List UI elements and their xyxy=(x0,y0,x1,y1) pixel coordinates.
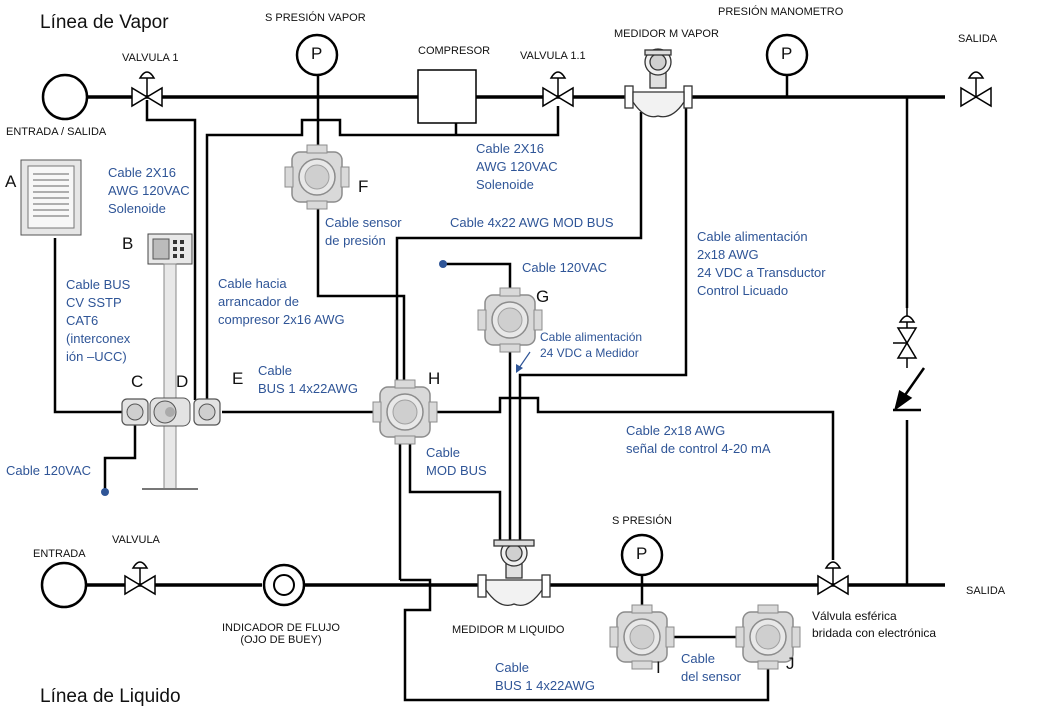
valvula-1-label: VALVULA 1 xyxy=(122,52,179,64)
cable-modbus-4x22-label: Cable 4x22 AWG MOD BUS xyxy=(450,215,614,230)
salida-top-label: SALIDA xyxy=(958,33,998,45)
pressure-gauge-vapor xyxy=(295,33,339,77)
letter-i: I xyxy=(656,658,661,677)
medidor-m-vapor-label: MEDIDOR M VAPOR xyxy=(614,28,719,40)
outlet-valve-top-icon xyxy=(960,71,992,108)
p-symbol-liquid: P xyxy=(636,544,648,563)
medidor-m-liquido-label: MEDIDOR M LIQUIDO xyxy=(452,624,565,636)
p-symbol-manometer: P xyxy=(781,44,793,63)
junction-box-f xyxy=(284,144,350,210)
s-presion-label: S PRESIÓN xyxy=(612,515,672,527)
letter-a: A xyxy=(5,172,17,191)
liquid-line-title: Línea de Liquido xyxy=(40,686,181,707)
valvula-1-1-label: VALVULA 1.1 xyxy=(520,50,586,62)
cable-wires xyxy=(53,72,835,702)
letter-d: D xyxy=(176,372,189,391)
fitting-c xyxy=(121,398,149,426)
entrada-salida-label: ENTRADA / SALIDA xyxy=(6,126,107,138)
junction-box-g xyxy=(477,287,543,353)
letter-h: H xyxy=(428,369,441,388)
cable-120vac-g-label: Cable 120VAC xyxy=(522,260,608,275)
bypass-valve-icon xyxy=(893,308,918,368)
valve-1-1-icon xyxy=(542,71,574,108)
liquid-inlet-symbol xyxy=(40,561,88,609)
valve-1-icon xyxy=(131,71,163,108)
junction-box-i xyxy=(609,604,675,670)
p-symbol-vapor: P xyxy=(311,44,323,63)
fitting-e xyxy=(193,398,221,426)
inlet-outlet-symbol xyxy=(41,73,89,121)
compressor-box xyxy=(417,69,477,124)
s-presion-vapor-label: S PRESIÓN VAPOR xyxy=(265,12,366,24)
letter-j: J xyxy=(786,654,795,673)
indicador-flujo-label: INDICADOR DE FLUJO(OJO DE BUEY) xyxy=(222,622,340,646)
vapor-meter-icon xyxy=(624,48,693,118)
salida-bottom-label: SALIDA xyxy=(966,585,1006,597)
presion-manometro-label: PRESIÓN MANOMETRO xyxy=(718,6,844,18)
valvula-label: VALVULA xyxy=(112,534,160,546)
pressure-gauge-liquid xyxy=(620,533,664,577)
ball-valve-icon xyxy=(817,561,849,596)
letter-g: G xyxy=(536,287,550,306)
compresor-label: COMPRESOR xyxy=(418,45,491,57)
control-panel-a xyxy=(20,159,82,236)
cable-120vac-left-label: Cable 120VAC xyxy=(6,463,92,478)
check-valve-icon xyxy=(893,367,926,412)
letter-f: F xyxy=(358,177,369,196)
letter-b: B xyxy=(122,234,134,253)
fitting-d xyxy=(149,397,191,427)
vapor-line-title: Línea de Vapor xyxy=(40,12,169,33)
annotation-arrow xyxy=(516,351,531,373)
cable-end-dot-g xyxy=(439,260,447,268)
letter-e: E xyxy=(232,369,244,388)
display-unit-b xyxy=(142,233,198,490)
entrada-label: ENTRADA xyxy=(33,548,86,560)
cable-end-dot-left xyxy=(101,488,109,496)
liquid-meter-icon xyxy=(477,539,551,607)
flow-indicator-icon xyxy=(262,563,306,607)
junction-box-h xyxy=(372,379,438,445)
liquid-valve-icon xyxy=(124,561,156,596)
letter-c: C xyxy=(131,372,144,391)
